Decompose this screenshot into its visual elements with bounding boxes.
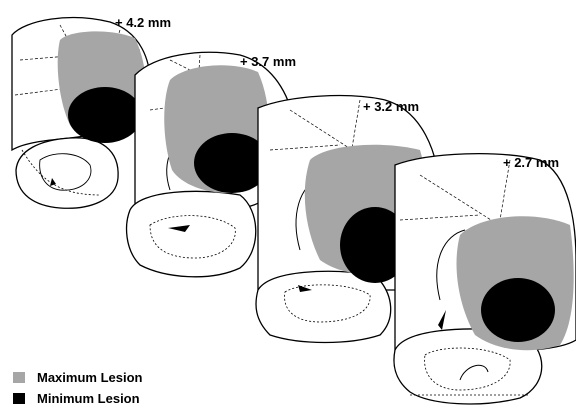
section-4-2mm: [12, 18, 150, 209]
olfactory-outline: [127, 191, 256, 276]
section-label-3-2: + 3.2 mm: [363, 99, 419, 114]
section-label-2-7: + 2.7 mm: [503, 155, 559, 170]
legend-maximum: Maximum Lesion: [13, 370, 142, 385]
max-lesion-swatch: [13, 372, 25, 383]
section-label-4-2: + 4.2 mm: [115, 15, 171, 30]
section-label-3-7: + 3.7 mm: [240, 54, 296, 69]
olfactory-outline: [16, 138, 118, 208]
min-lesion-swatch: [13, 393, 25, 404]
legend-minimum: Minimum Lesion: [13, 391, 140, 406]
legend-min-label: Minimum Lesion: [37, 391, 140, 406]
legend-max-label: Maximum Lesion: [37, 370, 142, 385]
min-lesion-2-7: [481, 278, 555, 342]
section-2-7mm: [394, 154, 576, 404]
min-lesion-4-2: [68, 87, 142, 143]
